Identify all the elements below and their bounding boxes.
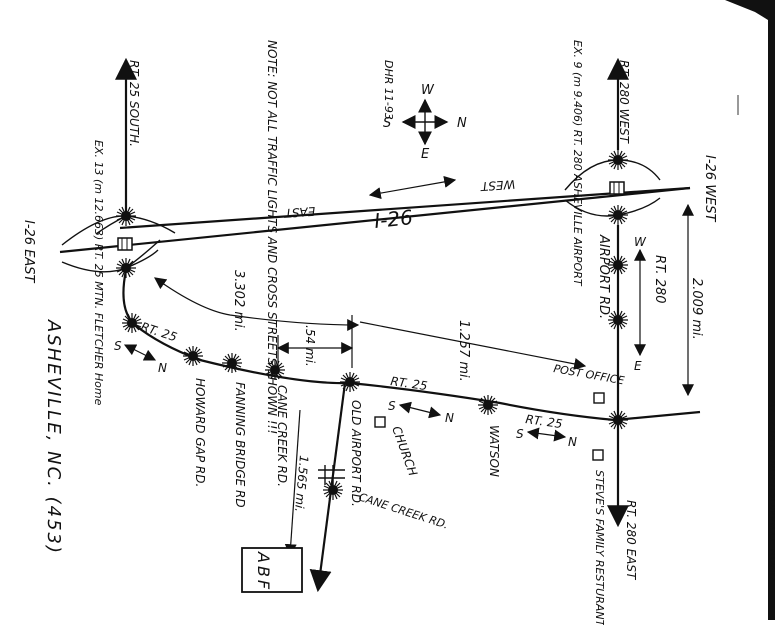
distance-1: 3.302 mi. <box>231 270 246 332</box>
note-text: NOTE: NOT ALL TRAFFIC LIGHTS AND CROSS S… <box>265 40 279 434</box>
compass-s: S <box>383 116 391 131</box>
i26-west-label: I-26 WEST <box>702 155 717 223</box>
i26-dir-east: EAST <box>282 204 315 220</box>
dir-e: E <box>634 359 642 373</box>
cross-street-watson: WATSON <box>487 425 501 477</box>
exit-13-interchange <box>61 215 176 273</box>
compass-e: E <box>421 147 430 162</box>
cross-street-fanning: FANNING BRIDGE RD <box>233 382 247 508</box>
light-icon <box>182 345 204 367</box>
labels: I-26 EAST WEST I-26 EAST I-26 WEST RT. 2… <box>21 40 775 625</box>
cross-street-howard: HOWARD GAP RD. <box>193 378 207 487</box>
light-icon <box>115 205 137 227</box>
church-label: CHURCH <box>389 424 420 478</box>
rt280-east-label: RT. 280 EAST <box>624 500 638 581</box>
exit-9-label: EX. 9 (m 9.406) RT. 280 ASHEVILLE AIRPOR… <box>571 40 584 287</box>
compass-n: N <box>457 116 467 131</box>
rt25-south-label: RT. 25 SOUTH. <box>127 60 141 147</box>
i26-highway <box>59 186 691 254</box>
exit-13-label: EX. 13 (m 12.663) RT. 25 MTN. FLETCHER H… <box>92 140 105 406</box>
distance-markers <box>154 203 694 557</box>
light-icon <box>115 257 137 279</box>
airport-rd-label: AIRPORT RD. <box>596 234 611 319</box>
rt25-label-3: RT. 25 <box>525 412 564 431</box>
light-icon <box>607 149 629 171</box>
steves-marker <box>592 449 604 461</box>
dir-s-1: S <box>114 339 122 353</box>
rt25-label-2: RT. 25 <box>390 374 429 393</box>
cross-street-cane-creek-2: CANE CREEK RD. <box>357 490 450 531</box>
compass-w: W <box>421 83 435 98</box>
light-icon <box>607 204 629 226</box>
light-icon <box>607 409 629 431</box>
dir-s-2: S <box>388 399 396 413</box>
signature: DHR 11-93 <box>382 60 395 120</box>
light-icon <box>339 371 361 393</box>
distance-3: 1.257 mi. <box>456 320 471 382</box>
light-icon <box>477 394 499 416</box>
i26-dir-west: WEST <box>479 177 516 193</box>
i26-east-label: I-26 EAST <box>21 220 36 284</box>
dir-w: W <box>634 235 647 249</box>
old-airport-road <box>309 382 347 593</box>
dir-n-2: N <box>445 411 454 425</box>
abf-label: ABF <box>254 551 273 592</box>
landmarks <box>241 392 605 593</box>
cross-street-old-airport: OLD AIRPORT RD. <box>349 400 363 507</box>
rt280-mid-label: RT. 280 <box>652 255 667 304</box>
light-icon <box>221 352 243 374</box>
page-edge <box>725 0 775 620</box>
rt25a-label: RT. 25A HENDERSONVILLE ROAD <box>767 400 775 581</box>
dir-n-3: N <box>568 435 577 449</box>
i26-label: I-26 <box>373 205 414 233</box>
map-title: ASHEVILLE, NC. (453) <box>43 319 64 555</box>
abf-box <box>241 547 303 593</box>
post-office-marker <box>593 392 605 404</box>
dir-n-1: N <box>158 361 167 375</box>
distance-5: 2.009 mi. <box>689 278 704 340</box>
rt280-west-label: RT. 280 WEST <box>617 60 631 145</box>
direction-arrows <box>123 175 646 442</box>
dir-s-3: S <box>516 427 524 441</box>
post-office-label: POST OFFICE <box>552 362 625 387</box>
distance-4: 1.565 mi. <box>292 455 311 513</box>
steves-label: STEVE'S FAMILY RESTURANT <box>593 470 606 625</box>
cross-street-cane-creek: CANE CREEK RD. <box>275 385 289 487</box>
church-marker <box>374 416 386 428</box>
distance-2: .54 mi. <box>303 325 317 367</box>
compass-rose: N S E W <box>383 83 467 162</box>
rt25-left-route <box>115 57 701 422</box>
